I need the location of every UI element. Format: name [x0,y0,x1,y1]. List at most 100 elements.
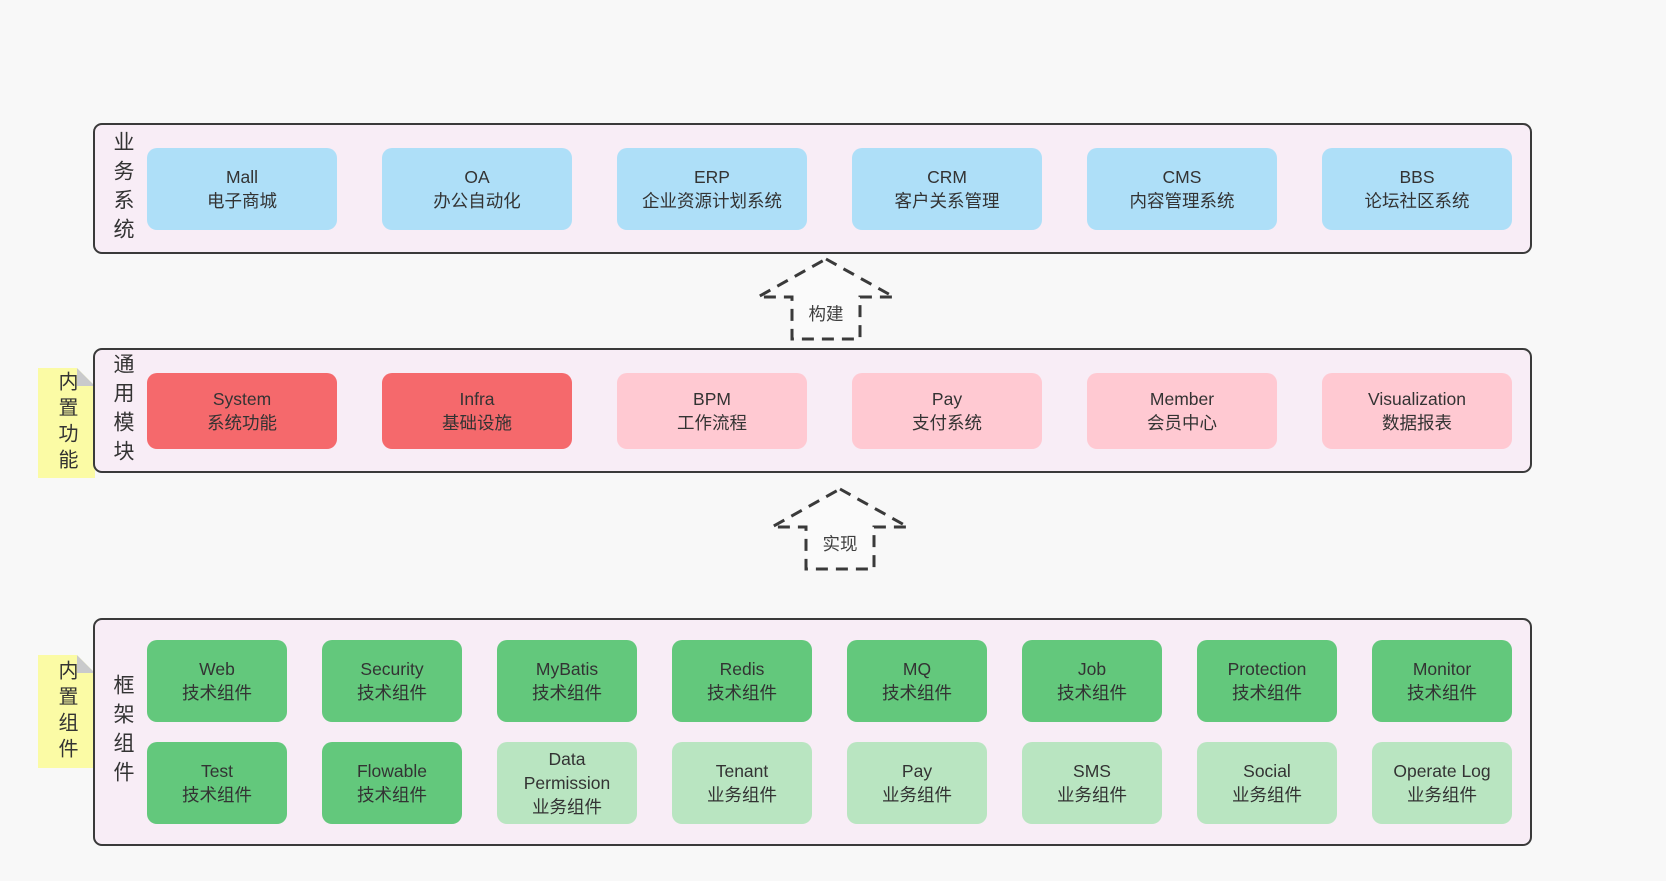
box-title: Protection [1227,659,1307,679]
box-visualization: Visualization 数据报表 [1322,372,1512,449]
box-subtitle: 技术组件 [1407,683,1477,703]
box-cms: CMS 内容管理系统 [1087,147,1277,230]
box-title: BBS [1399,166,1435,187]
box-title: MyBatis [535,659,599,679]
box-subtitle: 企业资源计划系统 [642,190,782,211]
box-title: Pay [901,761,933,781]
box-title: Web [199,659,235,679]
box-title: Test [200,761,234,781]
sticky-note-built-in-features: 内置功能 [38,368,95,478]
box-title: SMS [1073,761,1111,781]
box-tenant: Tenant 业务组件 [672,742,812,824]
box-subtitle: 业务组件 [1407,785,1477,805]
box-subtitle: 技术组件 [182,785,252,805]
box-erp: ERP 企业资源计划系统 [617,147,807,230]
box-subtitle: 技术组件 [1232,683,1302,703]
box-subtitle: 技术组件 [182,683,252,703]
box-title: CMS [1162,166,1202,187]
box-subtitle: 基础设施 [442,412,512,433]
box-pay: Pay 业务组件 [847,742,987,824]
box-title: System [212,388,272,409]
box-title: Security [360,659,424,679]
section-side-label: 通用模块 [98,350,146,471]
box-title: Data Permission [523,749,611,793]
box-subtitle: 技术组件 [707,683,777,703]
box-mybatis: MyBatis 技术组件 [497,640,637,722]
box-title: Social [1243,761,1291,781]
box-monitor: Monitor 技术组件 [1372,640,1512,722]
box-subtitle: 会员中心 [1147,412,1217,433]
box-subtitle: 技术组件 [532,683,602,703]
box-protection: Protection 技术组件 [1197,640,1337,722]
box-title: Redis [719,659,765,679]
box-title: Operate Log [1393,761,1491,781]
arrow-label: 实现 [823,534,858,554]
up-arrow-icon: 构建 [755,257,897,341]
box-flowable: Flowable 技术组件 [322,742,462,824]
box-operate-log: Operate Log 业务组件 [1372,742,1512,824]
box-title: OA [464,166,490,187]
box-oa: OA 办公自动化 [382,147,572,230]
box-bbs: BBS 论坛社区系统 [1322,147,1512,230]
section-label-text: 框架组件 [111,674,134,790]
arrow-label: 构建 [809,304,844,324]
section-label-text: 通用模块 [111,352,134,469]
box-title: Infra [459,388,495,409]
box-subtitle: 技术组件 [357,683,427,703]
box-test: Test 技术组件 [147,742,287,824]
box-subtitle: 客户关系管理 [894,190,1000,211]
box-title: Tenant [715,761,769,781]
box-title: Flowable [356,761,428,781]
box-subtitle: 业务组件 [707,785,777,805]
box-web: Web 技术组件 [147,640,287,722]
box-title: Visualization [1368,388,1466,409]
sticky-note-built-in-components: 内置组件 [38,655,95,768]
section-framework-components: 框架组件 Web 技术组件 Security 技术组件 MyBatis 技术组件 Redis… [93,618,1532,846]
box-subtitle: 内容管理系统 [1129,190,1235,211]
box-title: Pay [931,388,963,409]
sticky-note-text-wrap: 内置功能 [38,368,95,478]
box-subtitle: 工作流程 [677,412,747,433]
section-label-text: 业务系统 [111,130,134,247]
box-subtitle: 技术组件 [357,785,427,805]
box-subtitle: 业务组件 [532,797,602,817]
box-pay: Pay 支付系统 [852,372,1042,449]
section-side-label: 业务系统 [98,125,146,252]
box-title: Monitor [1412,659,1472,679]
box-title: ERP [694,166,730,187]
box-title: MQ [902,659,932,679]
up-arrow-icon: 实现 [769,487,911,571]
box-subtitle: 支付系统 [912,412,982,433]
sticky-note-text-wrap: 内置组件 [38,655,95,768]
box-subtitle: 技术组件 [1057,683,1127,703]
box-subtitle: 办公自动化 [433,190,521,211]
box-mq: MQ 技术组件 [847,640,987,722]
box-subtitle: 论坛社区系统 [1364,190,1470,211]
box-subtitle: 业务组件 [882,785,952,805]
box-title: Mall [225,166,259,187]
box-subtitle: 数据报表 [1382,412,1452,433]
sticky-note-label: 内置组件 [55,659,77,764]
section-side-label: 框架组件 [98,620,146,844]
box-subtitle: 技术组件 [882,683,952,703]
box-data-permission: Data Permission 业务组件 [497,742,637,824]
arrow-implement: 实现 [769,486,911,572]
